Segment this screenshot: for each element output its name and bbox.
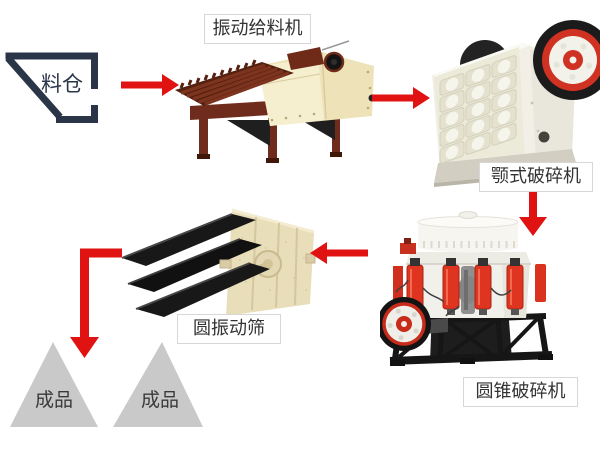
product-piles: 成品 成品 bbox=[10, 342, 203, 427]
cone-crusher-illustration bbox=[380, 211, 553, 366]
vibrating-screen-illustration bbox=[121, 208, 316, 317]
arrow-cone-to-screen bbox=[310, 242, 368, 264]
product-triangle-right bbox=[113, 342, 203, 427]
vibrating-screen-label: 圆振动筛 bbox=[177, 314, 281, 344]
product-triangle-left bbox=[10, 342, 98, 427]
arrow-feeder-to-jaw bbox=[372, 87, 430, 109]
cone-main-shaft bbox=[458, 266, 478, 314]
jaw-crusher-illustration bbox=[432, 20, 600, 187]
hopper-outline bbox=[5, 52, 98, 123]
arrow-hopper-to-feeder bbox=[121, 74, 179, 96]
hopper-label: 料仓 bbox=[41, 72, 83, 96]
product-left-label: 成品 bbox=[35, 389, 73, 411]
feeder-body bbox=[258, 52, 374, 126]
feeder-legs bbox=[199, 114, 340, 162]
hopper-icon: 料仓 bbox=[5, 52, 98, 123]
product-right-label: 成品 bbox=[141, 389, 179, 411]
jaw-flywheel bbox=[533, 20, 600, 100]
feeder-motor bbox=[287, 40, 376, 102]
cone-flywheel bbox=[380, 297, 448, 351]
screen-side-panel bbox=[226, 208, 315, 316]
arrow-jaw-to-cone bbox=[519, 192, 547, 236]
vibrating-feeder-illustration bbox=[175, 40, 376, 163]
cone-crusher-label: 圆锥破碎机 bbox=[463, 377, 578, 407]
cone-crown bbox=[417, 211, 519, 253]
arrow-screen-to-product bbox=[70, 248, 122, 358]
jaw-crusher-label: 颚式破碎机 bbox=[479, 162, 593, 192]
feeder-grizzly-deck bbox=[175, 59, 294, 106]
screen-decks bbox=[121, 213, 270, 317]
feeder-label: 振动给料机 bbox=[204, 14, 311, 44]
